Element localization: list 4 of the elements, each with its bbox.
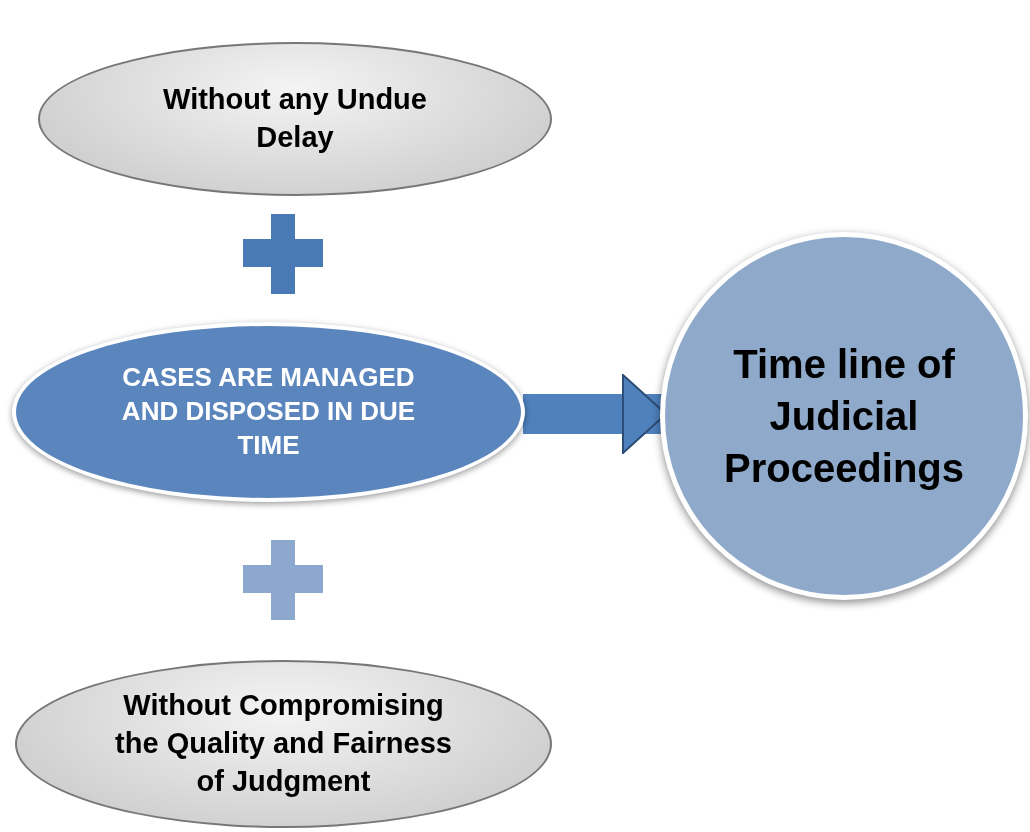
node-label: Without any Undue Delay: [162, 82, 428, 155]
node-label: Time line of Judicial Proceedings: [722, 341, 966, 492]
node-label: Without Compromising the Quality and Fairness of Judgment: [114, 688, 453, 799]
node-label: CASES ARE MANAGED AND DISPOSED IN DUE TIME: [120, 361, 417, 462]
